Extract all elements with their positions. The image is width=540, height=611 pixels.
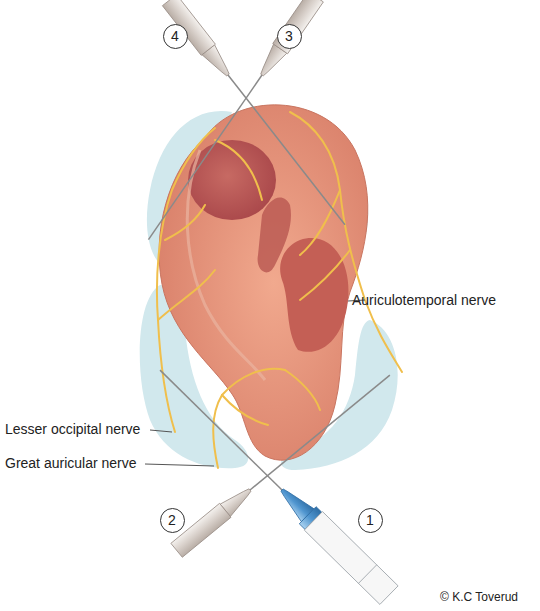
callout-number: 1 — [366, 513, 374, 527]
callout-number: 4 — [171, 29, 179, 43]
leader-lines — [145, 300, 365, 466]
syringe — [171, 368, 396, 557]
callout-circle: 4 — [163, 24, 188, 49]
part-label: Auriculotemporal nerve — [352, 293, 496, 308]
callout-circle: 1 — [358, 508, 383, 533]
callout-number: 3 — [285, 29, 293, 43]
nerves — [157, 112, 402, 468]
syringe — [162, 0, 352, 230]
callout-circle: 2 — [160, 508, 185, 533]
part-label: Great auricular nerve — [5, 456, 137, 471]
part-label: Lesser occipital nerve — [5, 422, 140, 437]
callout-number: 2 — [168, 513, 176, 527]
callout-circle: 3 — [277, 24, 302, 49]
ear — [159, 105, 368, 460]
syringe — [151, 361, 398, 605]
syringe — [141, 0, 323, 245]
copyright-note: © K.C Toverud — [440, 591, 518, 604]
